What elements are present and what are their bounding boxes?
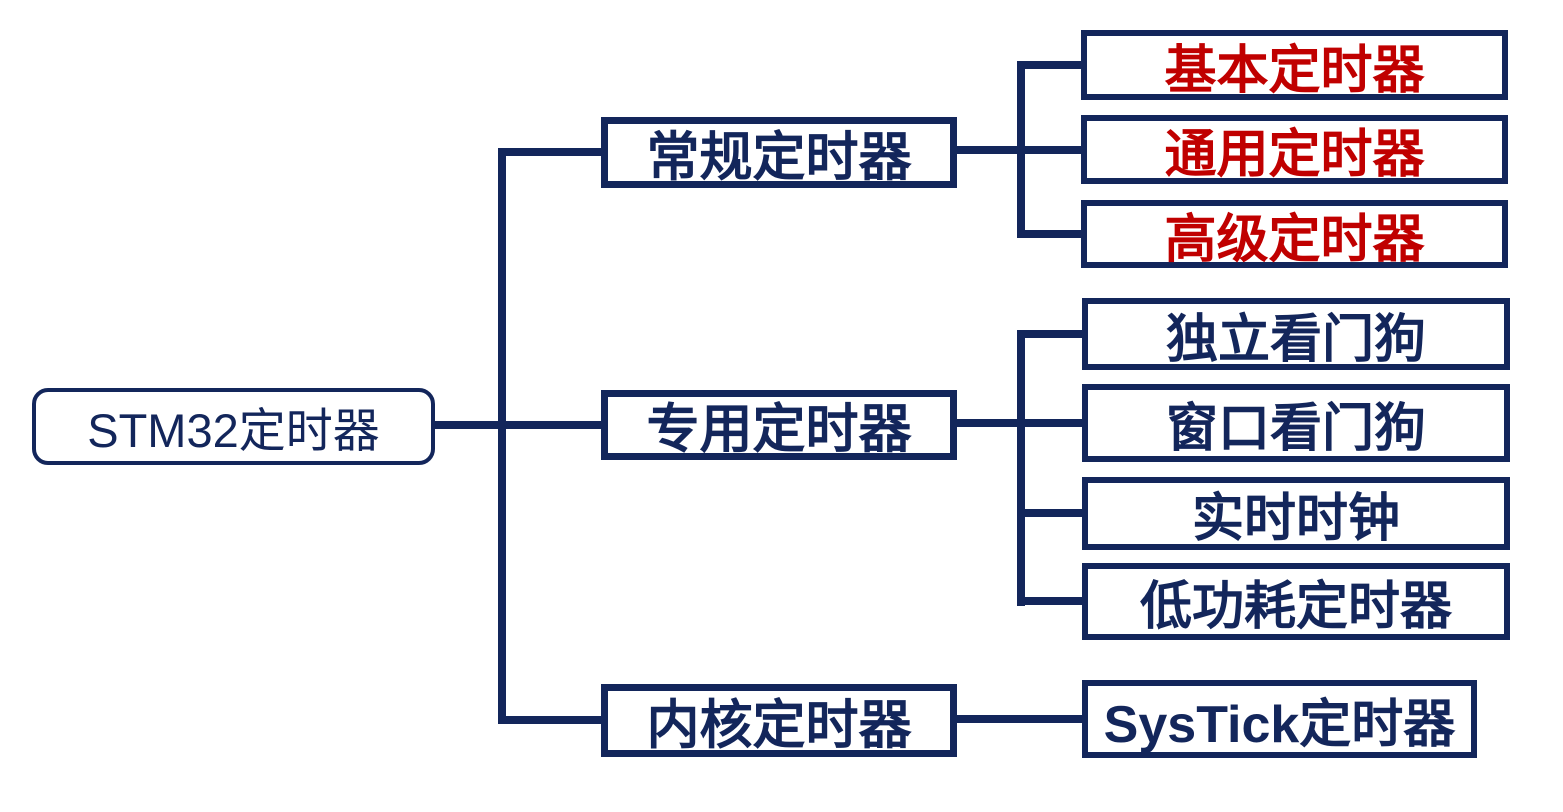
- basic-timer-line: [1021, 61, 1083, 69]
- root-node-stm32-timers: STM32定时器: [32, 388, 435, 465]
- branch-node-special-timers: 专用定时器: [601, 390, 957, 460]
- low-power-timer-label: 低功耗定时器: [1139, 578, 1452, 636]
- basic-timer-label: 基本定时器: [1164, 41, 1425, 100]
- leaf-node-real-time-clock: 实时时钟: [1082, 477, 1510, 550]
- special-children-vertical-line: [1017, 330, 1025, 606]
- real-time-clock-label: 实时时钟: [1191, 490, 1400, 548]
- leaf-node-advanced-timer: 高级定时器: [1081, 200, 1508, 269]
- branch-node-regular-timers: 常规定时器: [601, 117, 957, 188]
- general-timer-label: 通用定时器: [1164, 126, 1425, 184]
- rtc-line: [1021, 509, 1084, 517]
- root-node-label: STM32定时器: [87, 404, 380, 457]
- leaf-node-window-watchdog: 窗口看门狗: [1082, 384, 1510, 462]
- window-watchdog-line: [955, 419, 1084, 427]
- systick-timer-label: SysTick定时器: [1103, 695, 1456, 754]
- general-timer-line: [955, 146, 1083, 154]
- leaf-node-low-power-timer: 低功耗定时器: [1082, 563, 1510, 640]
- branch-regular-label: 常规定时器: [646, 127, 912, 187]
- systick-line: [955, 715, 1084, 723]
- branch-special-label: 专用定时器: [646, 400, 912, 459]
- branch-core-label: 内核定时器: [646, 695, 912, 755]
- leaf-node-systick-timer: SysTick定时器: [1082, 680, 1477, 758]
- leaf-node-general-timer: 通用定时器: [1081, 115, 1508, 184]
- leaf-node-basic-timer: 基本定时器: [1081, 30, 1508, 100]
- independent-watchdog-label: 独立看门狗: [1165, 310, 1426, 369]
- low-power-timer-line: [1021, 597, 1084, 605]
- root-connector-line: [431, 421, 604, 429]
- trunk-vertical-line: [498, 148, 506, 724]
- independent-watchdog-line: [1021, 330, 1084, 338]
- advanced-timer-line: [1021, 230, 1083, 238]
- core-branch-line: [502, 716, 603, 724]
- leaf-node-independent-watchdog: 独立看门狗: [1082, 298, 1510, 370]
- branch-node-core-timers: 内核定时器: [601, 684, 957, 757]
- advanced-timer-label: 高级定时器: [1164, 210, 1425, 269]
- window-watchdog-label: 窗口看门狗: [1165, 399, 1426, 458]
- regular-branch-line: [502, 148, 603, 156]
